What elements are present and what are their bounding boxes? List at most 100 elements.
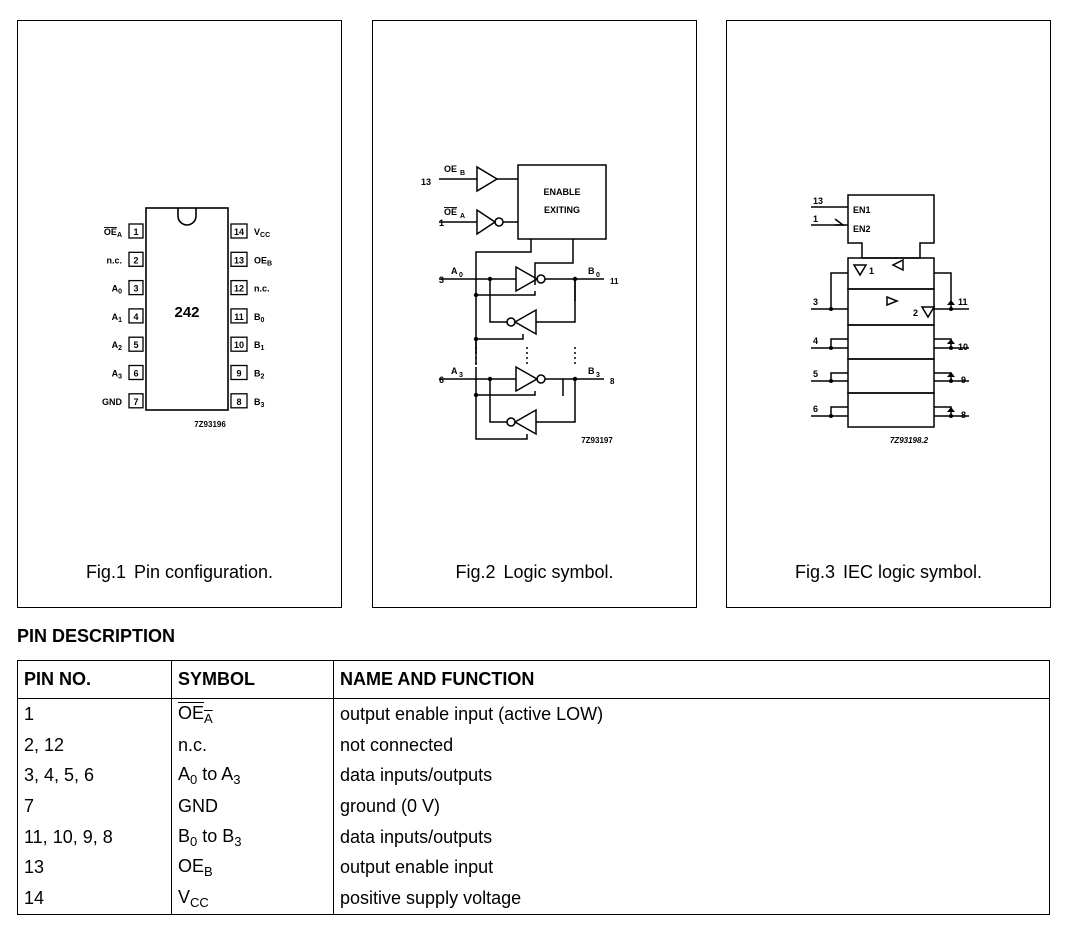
symbol-subscript: B xyxy=(204,864,213,880)
symbol-range-text: to B xyxy=(197,825,235,846)
symbol-subscript: 0 xyxy=(190,833,198,849)
function-cell: data inputs/outputs xyxy=(333,760,1050,792)
pin-10-label: 10 xyxy=(958,342,968,352)
pin-box xyxy=(230,393,248,409)
symbol-subscript: 0 xyxy=(190,772,198,788)
pin-name: B0 xyxy=(254,312,265,324)
pin-3-label: 3 xyxy=(439,275,444,285)
drawing-code: 7Z93197 xyxy=(581,436,613,445)
oe-b-label: OE xyxy=(444,164,457,174)
pin-box xyxy=(230,251,248,267)
figure-logic-symbol: ENABLE EXITING OE B OE A 13 1 3 6 A 0 A … xyxy=(372,20,697,608)
pin-box xyxy=(230,364,248,381)
column-header-pin-no: PIN NO. xyxy=(17,660,172,699)
pin-name: A3 xyxy=(112,369,123,381)
pin-name: A1 xyxy=(112,312,123,324)
oe-b-buffer xyxy=(476,165,499,193)
symbol-text: OE xyxy=(178,702,205,723)
ic-part-number: 242 xyxy=(174,304,199,321)
oe-b-subscript: B xyxy=(460,170,465,177)
symbol-subscript: A xyxy=(204,710,213,726)
pin-11-label: 11 xyxy=(610,277,619,286)
pin-name: n.c. xyxy=(106,255,122,265)
symbol-cell: n.c. xyxy=(171,729,334,761)
symbol-text: n.c. xyxy=(178,734,208,755)
figure-number: Fig.3 xyxy=(794,562,835,582)
pin-box xyxy=(128,336,144,352)
a3-subscript: 3 xyxy=(459,372,463,379)
block-label-exiting: EXITING xyxy=(544,205,580,215)
pin-box xyxy=(230,223,248,239)
pin-name: B1 xyxy=(254,340,265,352)
arrow-right xyxy=(886,295,900,307)
symbol-subscript: CC xyxy=(190,894,209,910)
pin-name: B2 xyxy=(254,369,265,381)
pin-number: 12 xyxy=(234,284,244,294)
pin-number-cell: 3, 4, 5, 6 xyxy=(17,760,172,792)
symbol-text: B xyxy=(178,825,191,846)
symbol-text: GND xyxy=(178,795,218,816)
pin-number: 13 xyxy=(234,255,244,265)
pin-number: 7 xyxy=(133,397,138,407)
pin-number: 10 xyxy=(234,340,244,350)
iec-cell-2 xyxy=(847,324,935,360)
pin-1-label: 1 xyxy=(813,214,818,224)
figure-title: Pin configuration. xyxy=(133,562,274,582)
a0-to-b0-buffer xyxy=(515,265,539,293)
pin-box xyxy=(128,393,144,409)
enable-block xyxy=(517,164,607,240)
symbol-text: V xyxy=(178,886,191,907)
pin-1-label: 1 xyxy=(439,218,444,228)
pin-box xyxy=(128,251,144,267)
pin-number-cell: 13 xyxy=(17,852,172,884)
logic-symbol-diagram: ENABLE EXITING OE B OE A 13 1 3 6 A 0 A … xyxy=(421,164,619,445)
column-header-symbol: SYMBOL xyxy=(171,660,334,699)
iec-cell-4 xyxy=(847,392,935,428)
symbol-text: OE xyxy=(178,856,205,877)
en2-label: EN2 xyxy=(853,224,871,234)
pin-number-cell: 11, 10, 9, 8 xyxy=(17,821,172,853)
b0-label: B xyxy=(588,266,595,276)
symbol-cell: VCC xyxy=(171,883,334,915)
pin-number-cell: 2, 12 xyxy=(17,729,172,761)
pin-4-label: 4 xyxy=(813,336,818,346)
symbol-cell: A0 to A3 xyxy=(171,760,334,792)
arrow-left xyxy=(891,258,904,272)
oe-a-label: OE xyxy=(444,207,457,217)
pin-box xyxy=(128,308,144,324)
pin-number: 3 xyxy=(133,284,138,294)
drawing-code: 7Z93196 xyxy=(194,420,226,429)
pin-name: B3 xyxy=(254,397,265,409)
drawing-code: 7Z93198.2 xyxy=(890,436,929,445)
pin-6-label: 6 xyxy=(813,404,818,414)
a0-label: A xyxy=(451,266,458,276)
block-label-enable: ENABLE xyxy=(543,187,580,197)
ic-notch xyxy=(177,208,197,226)
a0-subscript: 0 xyxy=(459,272,463,279)
symbol-cell: B0 to B3 xyxy=(171,821,334,853)
pin-8-label: 8 xyxy=(610,377,615,386)
pin-number-cell: 1 xyxy=(17,698,172,730)
pin-box xyxy=(128,223,144,239)
oe-a-inverter xyxy=(476,208,497,236)
function-cell: ground (0 V) xyxy=(333,791,1050,822)
function-cell: data inputs/outputs xyxy=(333,821,1050,853)
symbol-range-subscript: 3 xyxy=(233,772,241,788)
pin-number: 6 xyxy=(133,369,138,379)
b0-subscript: 0 xyxy=(596,272,600,279)
figure-iec-logic-symbol: EN1 EN2 13 1 1 2 3 4 5 6 11 10 9 8 7Z931… xyxy=(726,20,1051,608)
en1-label: EN1 xyxy=(853,205,871,215)
symbol-cell: OEA xyxy=(171,698,334,730)
pin-box xyxy=(230,279,248,296)
pin-13-label: 13 xyxy=(813,196,823,206)
iec-logic-symbol-diagram: EN1 EN2 13 1 1 2 3 4 5 6 11 10 9 8 7Z931… xyxy=(811,194,969,445)
